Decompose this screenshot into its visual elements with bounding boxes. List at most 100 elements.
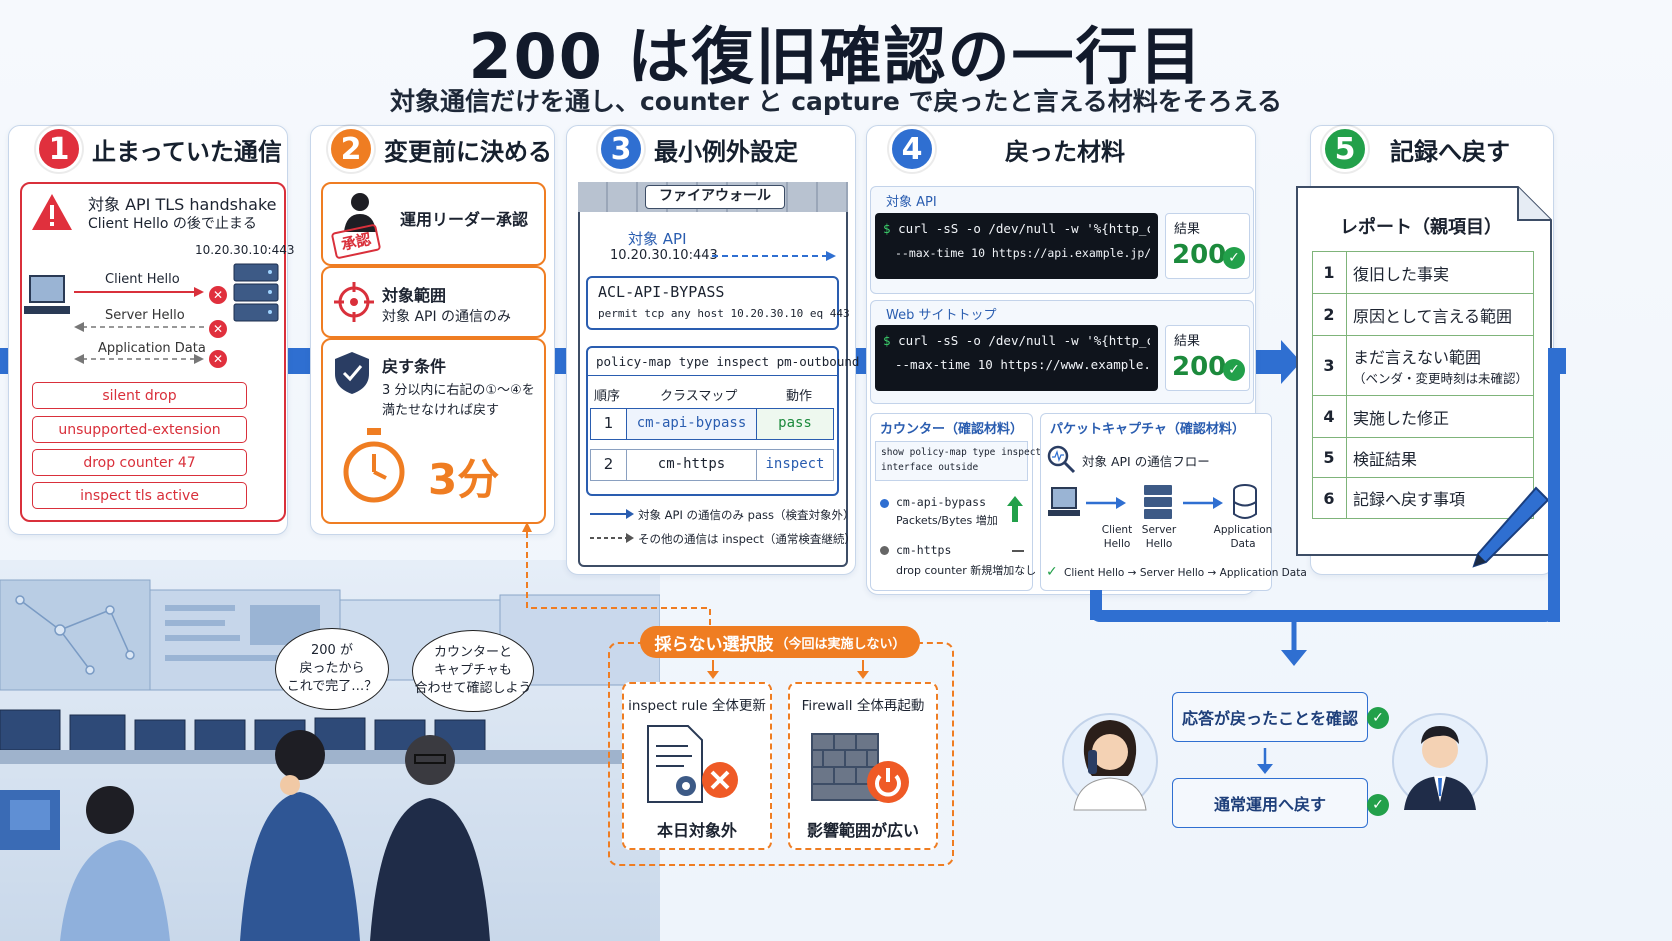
step5-number: 5 bbox=[1322, 126, 1368, 172]
scope-box bbox=[321, 266, 546, 338]
counter-title: カウンター（確認材料） bbox=[880, 422, 1024, 437]
pen-icon bbox=[1472, 486, 1550, 568]
flow-client-hello-label: Client Hello bbox=[105, 272, 180, 287]
legend-dashed-arrow bbox=[590, 533, 634, 543]
option1-title: inspect rule 全体更新 bbox=[628, 698, 766, 714]
flow-app-data-label: Application Data bbox=[98, 341, 206, 356]
legend-solid-arrow bbox=[590, 509, 634, 519]
web-cmd-line1: curl -sS -o /dev/null -w '%{http_code}\n… bbox=[898, 333, 1150, 348]
web-check-label: Web サイトトップ bbox=[886, 308, 997, 323]
control-room-scene bbox=[0, 579, 660, 941]
step3-title: 最小例外設定 bbox=[654, 137, 798, 166]
blocked-x-icon: ✕ bbox=[209, 320, 227, 338]
check-icon: ✓ bbox=[1367, 707, 1389, 729]
col-action: 動作 bbox=[786, 389, 813, 404]
legend-solid: 対象 API の通信のみ pass（検査対象外） bbox=[638, 508, 855, 522]
database-icon bbox=[1233, 484, 1257, 519]
step1-number: 1 bbox=[36, 126, 82, 172]
timer-value: 3分 bbox=[428, 455, 500, 504]
rollback-title: 戻す条件 bbox=[382, 357, 447, 376]
step5-title: 記録へ戻す bbox=[1390, 137, 1510, 166]
capture-node-data: Application Data bbox=[1213, 524, 1273, 550]
step1-title: 止まっていた通信 bbox=[92, 137, 282, 166]
acl-box bbox=[586, 276, 839, 330]
policy-divider bbox=[586, 375, 839, 376]
row2-action: inspect bbox=[765, 456, 825, 472]
col-order: 順序 bbox=[594, 389, 621, 404]
capture-node-client: Client Hello bbox=[1101, 524, 1133, 550]
operations-room-illustration bbox=[0, 560, 660, 941]
capture-node-server: Server Hello bbox=[1141, 524, 1177, 550]
server-icon bbox=[233, 263, 279, 322]
web-cmd-line2: --max-time 10 https://www.example.jp/ bbox=[895, 357, 1150, 372]
alert-line1: 対象 API TLS handshake bbox=[88, 195, 277, 214]
counter-item1-name: cm-api-bypass bbox=[896, 495, 987, 509]
down-arrow-icon bbox=[1281, 620, 1307, 666]
check-mark-icon: ✓ bbox=[1046, 564, 1058, 580]
list-item: 2 原因として言える範囲 bbox=[1312, 294, 1534, 336]
counter-item1-note: Packets/Bytes 増加 bbox=[896, 514, 998, 527]
row2-order: 2 bbox=[591, 450, 627, 480]
list-item: 6 記録へ戻す事項 bbox=[1312, 478, 1534, 518]
flow-arrow-icon bbox=[1183, 497, 1223, 509]
server-icon bbox=[1144, 485, 1172, 519]
policy-map-name: policy-map type inspect pm-outbound bbox=[596, 354, 860, 369]
report-table bbox=[1312, 251, 1534, 519]
down-arrow-small-icon bbox=[707, 660, 719, 679]
api-result-label: 結果 bbox=[1174, 222, 1201, 237]
rejected-title-note: （今回は実施しない） bbox=[775, 636, 906, 652]
loop-pipe-bottom bbox=[1090, 610, 1555, 622]
row2-class: cm-https bbox=[627, 450, 757, 480]
flow-server-hello-label: Server Hello bbox=[105, 308, 185, 323]
capture-flow-label: 対象 API の通信フロー bbox=[1082, 454, 1210, 469]
confirm-response: 応答が戻ったことを確認 bbox=[1172, 692, 1368, 742]
web-result-box bbox=[1165, 325, 1250, 391]
down-arrow-small-icon bbox=[857, 660, 869, 679]
option1-note: 本日対象外 bbox=[656, 821, 737, 840]
counter-item2-note: drop counter 新規増加なし bbox=[896, 564, 1037, 577]
list-item: 1 復旧した事実 bbox=[1312, 252, 1534, 294]
client-laptop-icon bbox=[1048, 487, 1080, 516]
rejected-title: 採らない選択肢 bbox=[654, 634, 774, 655]
list-item: 3 まだ言えない範囲 （ベンダ・変更時刻は未確認） bbox=[1312, 336, 1534, 396]
step4-number: 4 bbox=[889, 126, 935, 172]
approval-label: 運用リーダー承認 bbox=[400, 210, 529, 229]
step2-number: 2 bbox=[328, 126, 374, 172]
document-gear-x-icon bbox=[647, 725, 738, 803]
client-laptop-icon bbox=[24, 275, 70, 314]
rejected-title-pill: 採らない選択肢 （今回は実施しない） bbox=[640, 626, 920, 658]
blocked-x-icon: ✕ bbox=[209, 350, 227, 368]
alert-line2: Client Hello の後で止まる bbox=[88, 216, 257, 232]
arrow-4-5-icon bbox=[1255, 340, 1301, 384]
step2-title: 変更前に決める bbox=[384, 137, 552, 166]
increase-arrow-icon bbox=[1007, 496, 1023, 522]
dashed-connector-rejected bbox=[522, 522, 711, 628]
target-api-label: 対象 API bbox=[628, 230, 687, 248]
web-result-label: 結果 bbox=[1174, 334, 1201, 349]
step2-header: 2 変更前に決める bbox=[328, 126, 552, 172]
row1-order: 1 bbox=[591, 409, 627, 439]
flow-client-hello-arrow bbox=[74, 287, 204, 297]
target-crosshair-icon bbox=[334, 282, 374, 322]
magnifier-icon bbox=[1047, 445, 1076, 474]
bullet-gray bbox=[880, 546, 889, 555]
loop-pipe-right bbox=[1548, 348, 1560, 622]
target-address: 10.20.30.10:443 bbox=[195, 243, 295, 257]
capture-summary: Client Hello → Server Hello → Applicatio… bbox=[1064, 567, 1307, 579]
flow-arrow-icon bbox=[1086, 497, 1126, 509]
return-normal-ops: 通常運用へ戻す bbox=[1172, 778, 1368, 828]
firewall-label: ファイアウォール bbox=[645, 185, 785, 209]
stopwatch-icon bbox=[343, 428, 405, 503]
flat-dash-icon bbox=[1012, 550, 1024, 552]
page-subtitle: 対象通信だけを通し、counter と capture で戻ったと言える材料をそ… bbox=[389, 87, 1283, 116]
report-title: レポート（親項目） bbox=[1340, 217, 1502, 238]
api-check-label: 対象 API bbox=[886, 195, 937, 210]
counter-item2-name: cm-https bbox=[896, 543, 952, 557]
tag-drop-counter: drop counter 47 bbox=[32, 449, 247, 476]
capture-title: パケットキャプチャ（確認材料） bbox=[1050, 422, 1245, 437]
table-row: 2 cm-https inspect bbox=[590, 449, 834, 481]
page-title: 200 は復旧確認の一行目 bbox=[468, 20, 1204, 93]
check-icon: ✓ bbox=[1367, 794, 1389, 816]
acl-name: ACL-API-BYPASS bbox=[598, 283, 725, 301]
api-result-value: 200 bbox=[1172, 240, 1227, 270]
